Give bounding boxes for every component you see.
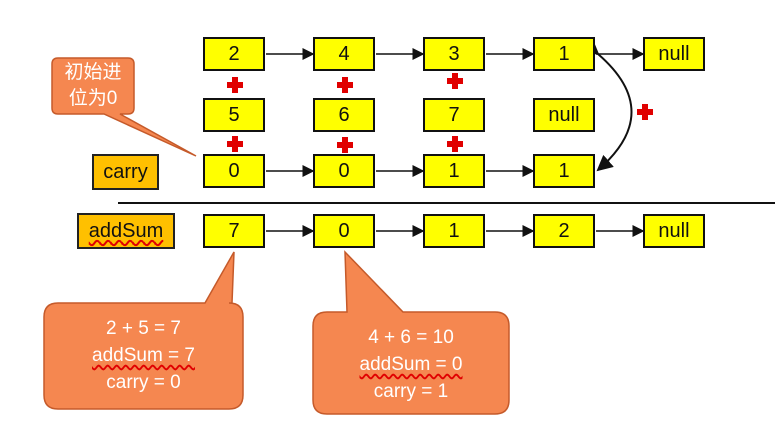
carry-node: 1 bbox=[533, 154, 595, 188]
plus-icon bbox=[637, 104, 653, 120]
carry-curve-arrow bbox=[582, 38, 633, 172]
carry-label: carry bbox=[92, 154, 159, 190]
carry-node: 0 bbox=[313, 154, 375, 188]
list1-node: 2 bbox=[203, 37, 265, 71]
plus-icon bbox=[227, 136, 243, 152]
list2-node: 6 bbox=[313, 98, 375, 132]
callout-step1-bubble bbox=[43, 251, 244, 410]
callout-init-text: 初始进 位为0 bbox=[52, 60, 134, 112]
callout-step1-line: 2 + 5 = 7 bbox=[105, 318, 181, 339]
callout-step1-text: 2 + 5 = 7 addSum = 7 carry = 0 bbox=[44, 315, 243, 396]
addsum-label: addSum bbox=[77, 213, 175, 249]
addsum-node: 7 bbox=[203, 214, 265, 248]
callout-step2-line: carry = 1 bbox=[373, 381, 449, 402]
plus-icon bbox=[337, 137, 353, 153]
addsum-null-node: null bbox=[643, 214, 705, 248]
list2-node: 7 bbox=[423, 98, 485, 132]
addsum-label-text: addSum bbox=[88, 219, 164, 242]
list1-node: 1 bbox=[533, 37, 595, 71]
callout-step1-line: carry = 0 bbox=[106, 372, 181, 393]
carry-node: 1 bbox=[423, 154, 485, 188]
list2-node: 5 bbox=[203, 98, 265, 132]
addsum-node: 1 bbox=[423, 214, 485, 248]
callout-step2-line: 4 + 6 = 10 bbox=[368, 327, 454, 348]
addsum-node: 0 bbox=[313, 214, 375, 248]
addsum-node: 2 bbox=[533, 214, 595, 248]
carry-node: 0 bbox=[203, 154, 265, 188]
plus-icon bbox=[227, 77, 243, 93]
plus-icon bbox=[447, 136, 463, 152]
list1-node: 3 bbox=[423, 37, 485, 71]
callout-init-bubble bbox=[51, 57, 197, 157]
list1-node: 4 bbox=[313, 37, 375, 71]
plus-icon bbox=[447, 73, 463, 89]
callout-init-line: 初始进 bbox=[64, 62, 122, 83]
callout-step2-bubble bbox=[312, 250, 510, 415]
list1-null-node: null bbox=[643, 37, 705, 71]
list2-null-node: null bbox=[533, 98, 595, 132]
plus-icon bbox=[337, 77, 353, 93]
callout-step1-line: addSum = 7 bbox=[92, 345, 195, 366]
callout-step2-text: 4 + 6 = 10 addSum = 0 carry = 1 bbox=[313, 324, 509, 405]
callout-step2-line: addSum = 0 bbox=[359, 354, 463, 375]
callout-init-line: 位为0 bbox=[68, 88, 118, 109]
